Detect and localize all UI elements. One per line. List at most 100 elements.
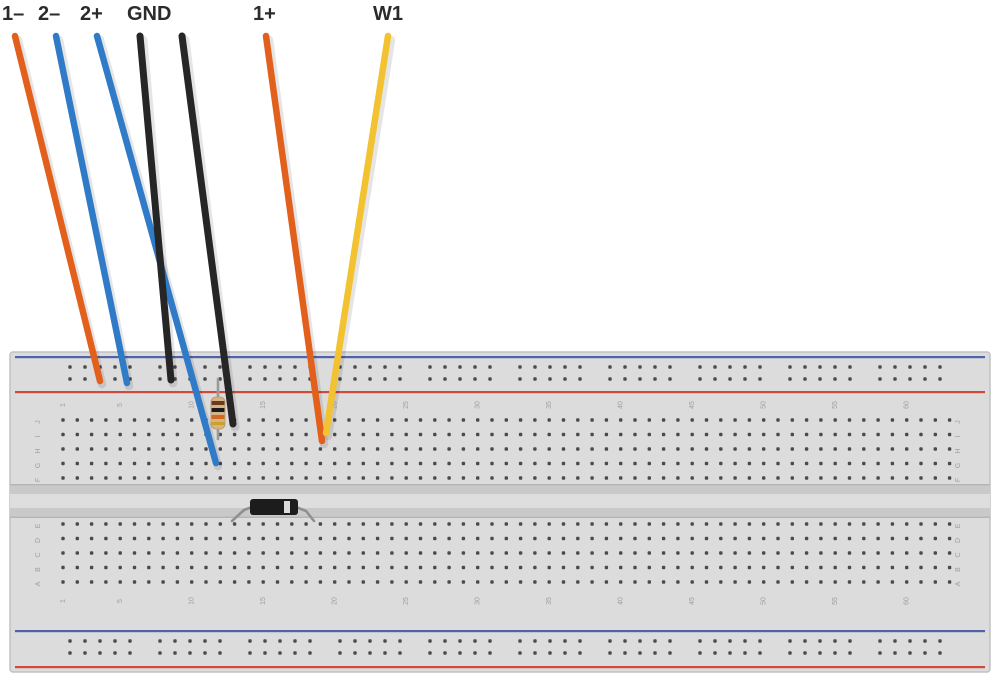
breadboard-hole bbox=[504, 565, 508, 570]
breadboard-hole bbox=[232, 432, 237, 437]
breadboard-hole bbox=[118, 580, 122, 584]
breadboard-hole bbox=[390, 461, 394, 466]
breadboard-hole bbox=[404, 461, 408, 466]
breadboard-hole bbox=[261, 565, 265, 570]
breadboard-hole bbox=[61, 476, 65, 480]
breadboard-hole bbox=[304, 536, 308, 541]
breadboard-hole bbox=[762, 432, 766, 437]
breadboard-hole bbox=[563, 651, 567, 655]
breadboard-hole bbox=[418, 536, 423, 541]
breadboard-hole bbox=[919, 476, 923, 480]
breadboard-hole bbox=[428, 365, 432, 369]
breadboard-hole bbox=[368, 639, 372, 643]
breadboard-hole bbox=[719, 522, 723, 526]
breadboard-hole bbox=[876, 522, 880, 526]
breadboard-hole bbox=[704, 522, 709, 526]
breadboard-hole bbox=[713, 365, 717, 369]
breadboard-hole bbox=[375, 432, 380, 437]
breadboard-hole bbox=[933, 522, 937, 526]
breadboard-hole bbox=[161, 580, 165, 584]
breadboard-hole bbox=[318, 461, 323, 466]
breadboard-hole bbox=[333, 432, 337, 437]
breadboard-hole bbox=[933, 476, 937, 480]
breadboard-hole bbox=[147, 580, 151, 584]
breadboard-hole bbox=[561, 418, 566, 422]
breadboard-hole bbox=[933, 432, 937, 437]
breadboard-hole bbox=[704, 418, 709, 422]
breadboard-hole bbox=[876, 551, 880, 555]
breadboard-hole bbox=[704, 565, 709, 570]
diode bbox=[230, 499, 316, 523]
breadboard-hole bbox=[518, 461, 523, 466]
breadboard-hole bbox=[576, 551, 580, 555]
breadboard-hole bbox=[118, 522, 122, 526]
breadboard-hole bbox=[404, 580, 408, 584]
breadboard-hole bbox=[490, 418, 494, 422]
diode-lead-left bbox=[230, 505, 254, 523]
breadboard-hole bbox=[190, 551, 194, 555]
breadboard-hole bbox=[347, 580, 351, 584]
breadboard-hole bbox=[862, 580, 866, 584]
breadboard-hole bbox=[504, 580, 508, 584]
breadboard-hole bbox=[893, 651, 897, 655]
breadboard-hole bbox=[428, 651, 432, 655]
breadboard-hole bbox=[518, 476, 523, 480]
breadboard-hole bbox=[458, 639, 462, 643]
breadboard-hole bbox=[833, 476, 837, 480]
breadboard-hole bbox=[490, 536, 494, 541]
breadboard-hole bbox=[232, 536, 237, 541]
breadboard-hole bbox=[847, 551, 852, 555]
breadboard-hole bbox=[819, 432, 823, 437]
breadboard-hole bbox=[848, 639, 852, 643]
breadboard-hole bbox=[347, 476, 351, 480]
breadboard-hole bbox=[576, 476, 580, 480]
breadboard-hole bbox=[619, 551, 623, 555]
breadboard-hole bbox=[175, 536, 180, 541]
breadboard-hole bbox=[390, 476, 394, 480]
breadboard-hole bbox=[862, 432, 866, 437]
breadboard-hole bbox=[788, 377, 792, 381]
breadboard-hole bbox=[661, 580, 666, 584]
breadboard-hole bbox=[876, 461, 880, 466]
breadboard-hole bbox=[175, 522, 180, 526]
column-number: 55 bbox=[832, 401, 839, 409]
breadboard-hole bbox=[61, 536, 65, 541]
breadboard-hole bbox=[418, 418, 423, 422]
breadboard-hole bbox=[947, 551, 952, 555]
breadboard-hole bbox=[676, 565, 680, 570]
breadboard-hole bbox=[68, 365, 72, 369]
breadboard-hole bbox=[876, 432, 880, 437]
breadboard-hole bbox=[275, 565, 280, 570]
breadboard-hole bbox=[518, 580, 523, 584]
breadboard-hole bbox=[733, 565, 737, 570]
breadboard-hole bbox=[278, 651, 282, 655]
breadboard-hole bbox=[458, 651, 462, 655]
breadboard-hole bbox=[104, 432, 108, 437]
breadboard-hole bbox=[719, 476, 723, 480]
breadboard-hole bbox=[318, 447, 323, 451]
breadboard-hole bbox=[676, 522, 680, 526]
wires-layer bbox=[11, 32, 396, 471]
breadboard-hole bbox=[661, 432, 666, 437]
breadboard-hole bbox=[905, 522, 909, 526]
breadboard-hole bbox=[578, 365, 582, 369]
row-letter: H bbox=[955, 448, 962, 453]
breadboard-hole bbox=[590, 461, 594, 466]
breadboard-hole bbox=[862, 536, 866, 541]
breadboard-hole bbox=[290, 447, 294, 451]
breadboard-hole bbox=[818, 365, 822, 369]
breadboard-hole bbox=[547, 461, 551, 466]
breadboard-hole bbox=[204, 565, 208, 570]
column-number: 30 bbox=[475, 401, 482, 409]
breadboard-hole bbox=[876, 476, 880, 480]
breadboard-hole bbox=[318, 476, 323, 480]
breadboard-hole bbox=[803, 377, 807, 381]
row-letter: F bbox=[35, 478, 42, 482]
breadboard-hole bbox=[333, 447, 337, 451]
breadboard-hole bbox=[668, 377, 672, 381]
breadboard-hole bbox=[862, 461, 866, 466]
breadboard-hole bbox=[690, 580, 694, 584]
breadboard-hole bbox=[333, 551, 337, 555]
breadboard-hole bbox=[490, 447, 494, 451]
breadboard-hole bbox=[353, 639, 357, 643]
